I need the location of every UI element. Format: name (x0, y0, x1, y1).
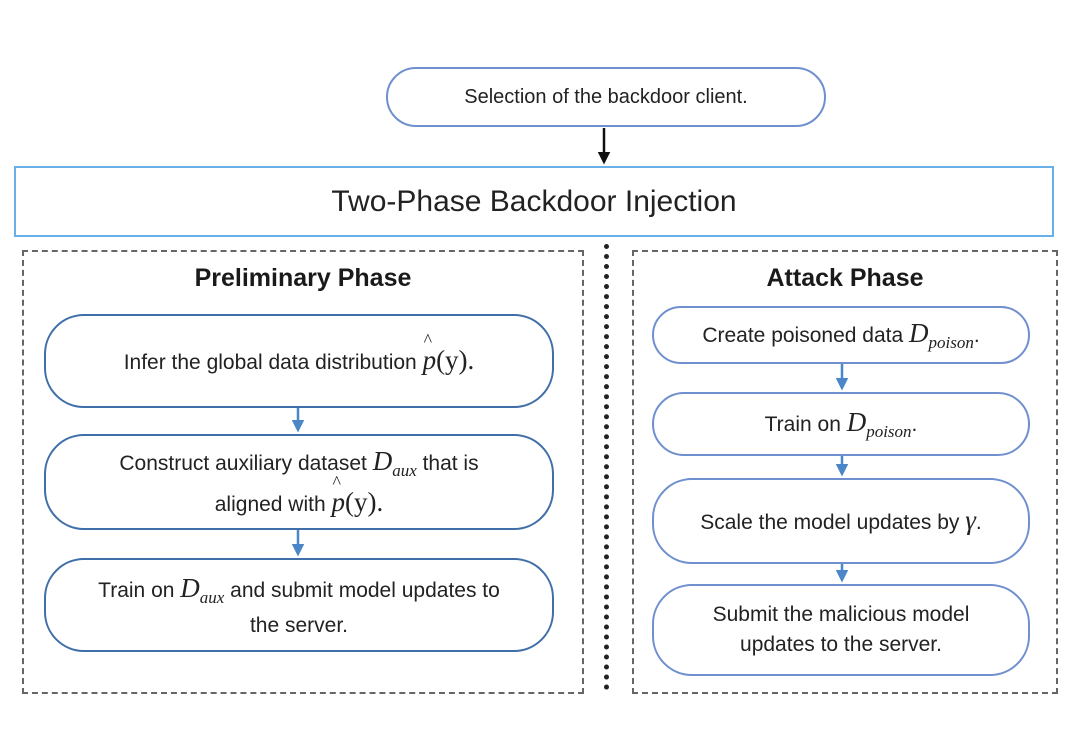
preliminary-phase-section (22, 250, 584, 694)
selection-step-text: Selection of the backdoor client. (464, 85, 748, 108)
two-phase-banner: Two-Phase Backdoor Injection (14, 166, 1054, 237)
preliminary-step-train: Train on Daux and submit model updates t… (44, 558, 554, 652)
attack-phase-section (632, 250, 1058, 694)
preliminary-phase-title: Preliminary Phase (194, 264, 412, 292)
attack-step-scale: Scale the model updates by γ. (652, 478, 1030, 564)
banner-title: Two-Phase Backdoor Injection (331, 184, 737, 218)
attack-step-create: Create poisoned data Dpoison. (652, 306, 1030, 364)
preliminary-step-construct: Construct auxiliary dataset Daux that is… (44, 434, 554, 530)
phase-divider (604, 244, 609, 690)
attack-step-train: Train on Dpoison. (652, 392, 1030, 456)
attack-phase-title: Attack Phase (766, 264, 924, 292)
selection-step: Selection of the backdoor client. (386, 67, 826, 127)
preliminary-step-infer: Infer the global data distribution p(y). (44, 314, 554, 408)
attack-step-submit: Submit the malicious model updates to th… (652, 584, 1030, 676)
